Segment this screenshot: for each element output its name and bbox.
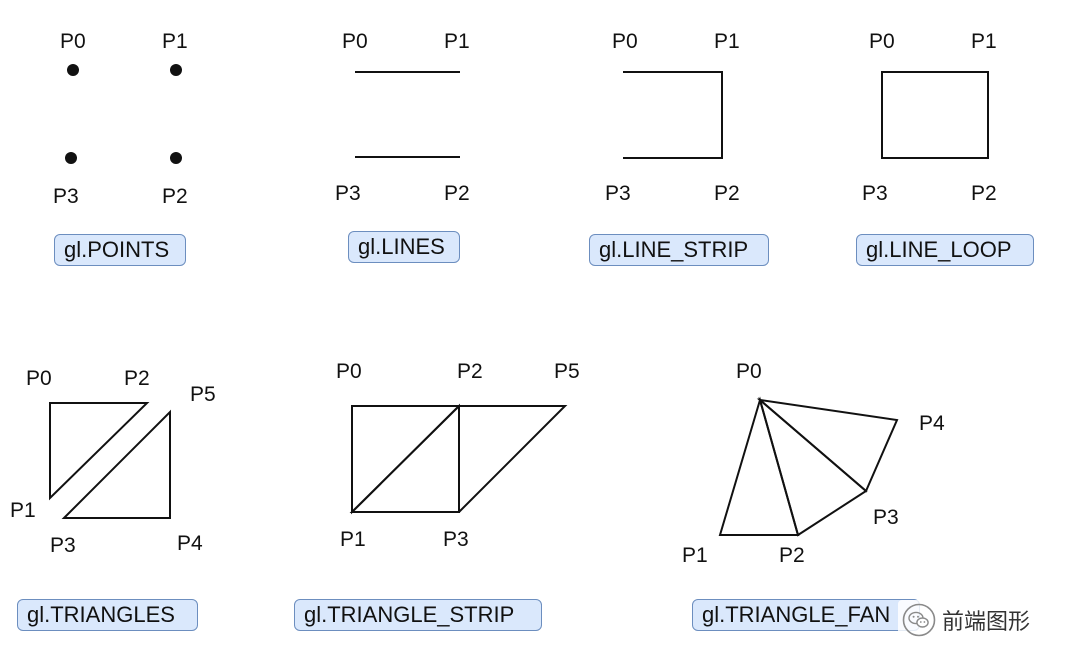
watermark: 前端图形 [898,600,1037,640]
triangle-strip-label-p5: P5 [554,360,580,383]
line-strip-label-p3: P3 [605,182,631,205]
line-strip-edge-0 [623,71,723,159]
caption-triangle-fan: gl.TRIANGLE_FAN [692,599,920,631]
triangles-label-p5: P5 [190,383,216,406]
triangle-strip-label-p0: P0 [336,360,362,383]
line-loop-label-p3: P3 [862,182,888,205]
watermark-text: 前端图形 [942,610,1031,635]
triangle-fan-label-p2: P2 [779,544,805,567]
line-loop-label-p0: P0 [869,30,895,53]
triangle-strip-edge-1 [349,403,460,513]
triangles-label-p1: P1 [10,499,36,522]
triangle-strip-edge-2 [458,405,568,513]
triangle-strip-label-p2: P2 [457,360,483,383]
points-vertex-2 [170,152,182,164]
caption-line-strip: gl.LINE_STRIP [589,234,769,266]
points-vertex-0 [67,64,79,76]
caption-points: gl.POINTS [54,234,186,266]
triangle-fan-label-p4: P4 [919,412,945,435]
triangles-label-p4: P4 [177,532,203,555]
triangles-edge-1 [61,409,171,519]
points-label-p1: P1 [162,30,188,53]
points-label-p2: P2 [162,185,188,208]
line-strip-label-p2: P2 [714,182,740,205]
triangle-fan-label-p0: P0 [736,360,762,383]
triangle-strip-label-p3: P3 [443,528,469,551]
triangles-label-p3: P3 [50,534,76,557]
wechat-icon [902,603,936,637]
triangle-fan-label-p3: P3 [873,506,899,529]
points-vertex-3 [65,152,77,164]
caption-triangles: gl.TRIANGLES [17,599,198,631]
triangles-label-p2: P2 [124,367,150,390]
line-loop-label-p1: P1 [971,30,997,53]
triangle-strip-label-p1: P1 [340,528,366,551]
triangle-fan-edge-2 [756,398,899,493]
triangle-fan-edge-1 [758,397,868,537]
line-loop-label-p2: P2 [971,182,997,205]
caption-lines: gl.LINES [348,231,460,263]
caption-triangle-strip: gl.TRIANGLE_STRIP [294,599,542,631]
lines-label-p1: P1 [444,30,470,53]
points-vertex-1 [170,64,182,76]
caption-line-loop: gl.LINE_LOOP [856,234,1034,266]
triangle-fan-label-p1: P1 [682,544,708,567]
lines-label-p3: P3 [335,182,361,205]
points-label-p0: P0 [60,30,86,53]
points-label-p3: P3 [53,185,79,208]
lines-label-p2: P2 [444,182,470,205]
triangles-edge-0 [49,402,150,501]
line-loop-edge-0 [881,71,989,159]
lines-label-p0: P0 [342,30,368,53]
triangle-fan-edge-0 [718,396,800,536]
triangles-label-p0: P0 [26,367,52,390]
line-strip-label-p1: P1 [714,30,740,53]
line-strip-label-p0: P0 [612,30,638,53]
